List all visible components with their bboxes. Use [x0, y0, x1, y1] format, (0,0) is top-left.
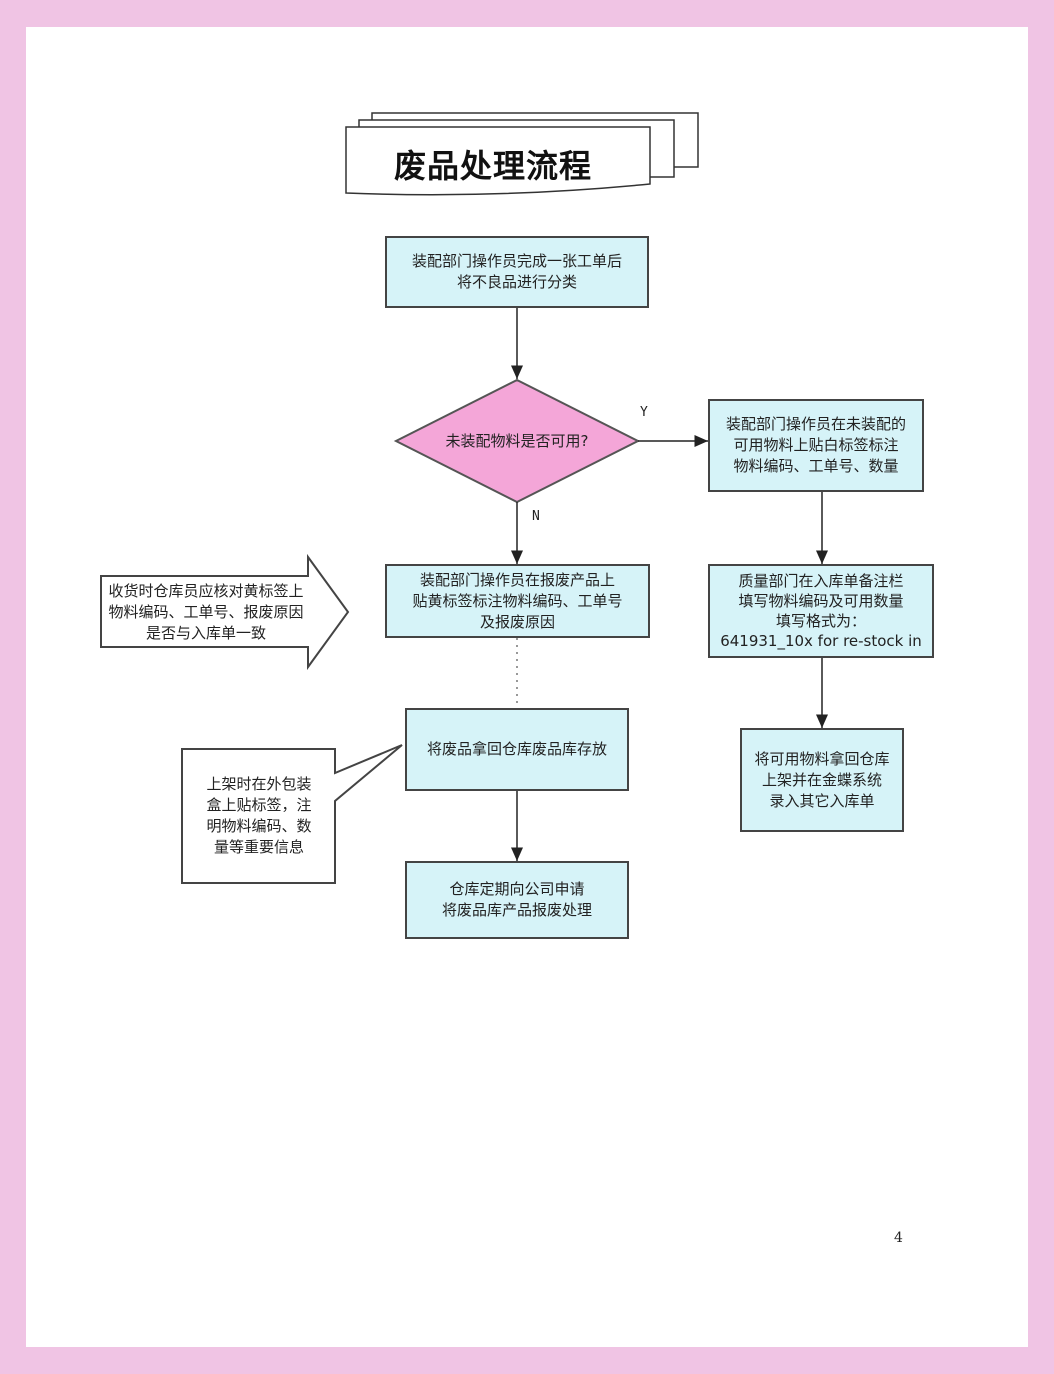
scrap-label-box: 装配部门操作员在报废产品上 贴黄标签标注物料编码、工单号 及报废原因	[385, 564, 650, 638]
scrap-store-box: 将废品拿回仓库废品库存放	[405, 708, 629, 791]
usable-label-box: 装配部门操作员在未装配的 可用物料上贴白标签标注 物料编码、工单号、数量	[708, 399, 924, 492]
shelf-callout-text: 上架时在外包装 盒上贴标签，注 明物料编码、数 量等重要信息	[206, 775, 312, 856]
yes-label: Y	[640, 405, 648, 420]
page-title: 废品处理流程	[394, 147, 593, 185]
no-label: N	[532, 509, 540, 524]
return-usable-box: 将可用物料拿回仓库 上架并在金蝶系统 录入其它入库单	[740, 728, 904, 832]
decision-text: 未装配物料是否可用?	[445, 431, 589, 450]
page-number: 4	[894, 1230, 903, 1246]
flowchart-connectors	[100, 112, 828, 884]
start-process-box: 装配部门操作员完成一张工单后 将不良品进行分类	[385, 236, 649, 308]
receive-check-text: 收货时仓库员应核对黄标签上 物料编码、工单号、报废原因 是否与入库单一致	[108, 581, 304, 642]
scrap-apply-box: 仓库定期向公司申请 将废品库产品报废处理	[405, 861, 629, 939]
title-banner	[345, 112, 699, 196]
quality-note-box: 质量部门在入库单备注栏 填写物料编码及可用数量 填写格式为： 641931_10…	[708, 564, 934, 658]
receive-check-arrow	[100, 553, 350, 671]
shelf-callout-shape	[181, 744, 403, 884]
document-page: 废品处理流程 装配部门操作员完成一张工单后 将不良品进行分类 未装配物料是否可用…	[26, 27, 1028, 1347]
